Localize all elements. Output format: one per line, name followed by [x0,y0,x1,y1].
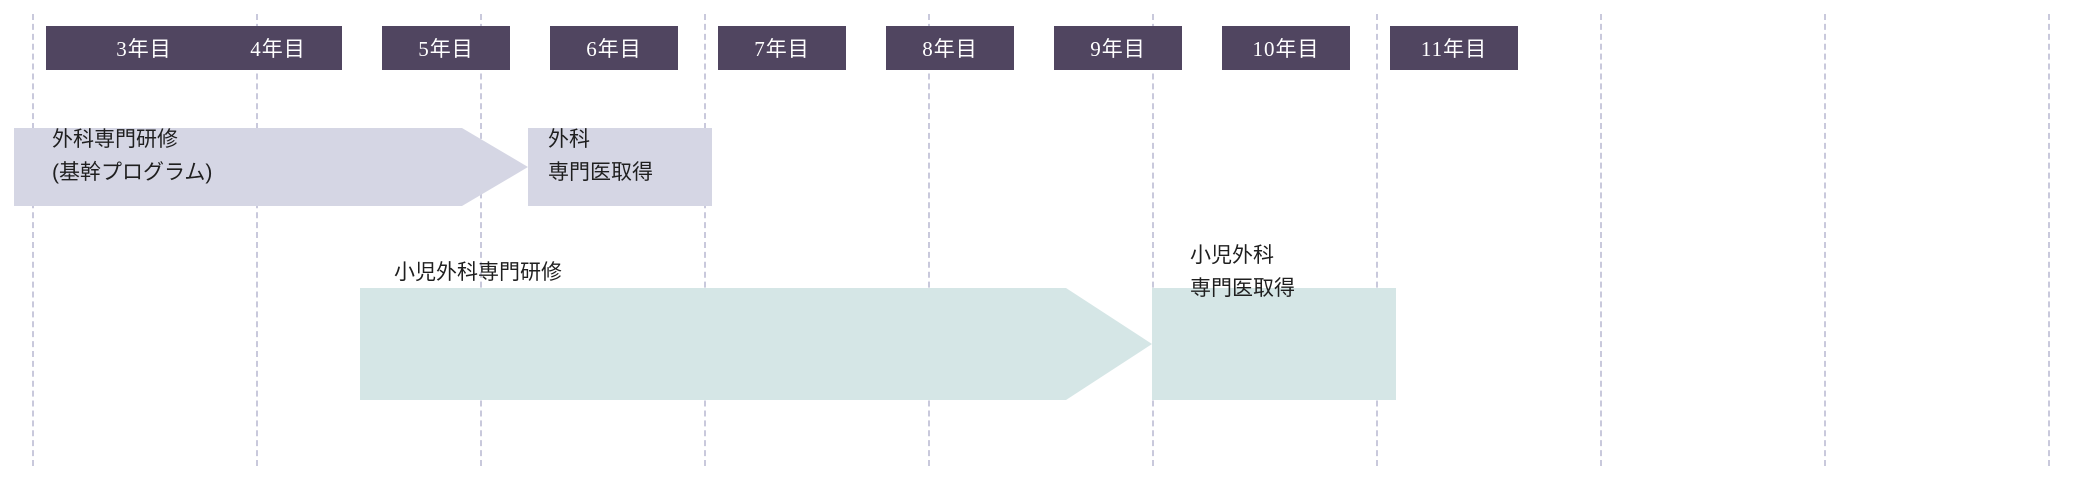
year-header-4: 4年目 [214,26,342,70]
year-header-3: 3年目 [46,26,242,70]
year-header-10: 10年目 [1222,26,1350,70]
band-surgery-training-label-line1: 外科専門研修 [52,128,178,151]
gridline-1 [256,14,258,466]
band-pediatric-training-label-line1: 小児外科専門研修 [394,261,562,284]
band-surgery-cert-label-line2: 専門医取得 [548,161,653,184]
band-pediatric-cert-label-line2: 専門医取得 [1190,277,1295,300]
band-pediatric-cert [1152,288,1396,400]
year-header-11: 11年目 [1390,26,1518,70]
gridline-6 [1376,14,1378,466]
year-header-8: 8年目 [886,26,1014,70]
band-surgery-training [14,128,528,206]
gridline-3 [704,14,706,466]
gridline-8 [1824,14,1826,466]
gridline-9 [2048,14,2050,466]
band-surgery-cert [528,128,712,206]
band-surgery-cert-label-line1: 外科 [548,128,590,151]
band-surgery-training-label-line2: (基幹プログラム) [52,161,213,184]
band-pediatric-training [360,288,1152,400]
band-pediatric-cert-label-line1: 小児外科 [1190,244,1274,267]
year-header-9: 9年目 [1054,26,1182,70]
gridline-4 [928,14,930,466]
gridline-5 [1152,14,1154,466]
year-header-6: 6年目 [550,26,678,70]
gridline-2 [480,14,482,466]
gridline-7 [1600,14,1602,466]
gridline-0 [32,14,34,466]
year-header-7: 7年目 [718,26,846,70]
year-header-5: 5年目 [382,26,510,70]
